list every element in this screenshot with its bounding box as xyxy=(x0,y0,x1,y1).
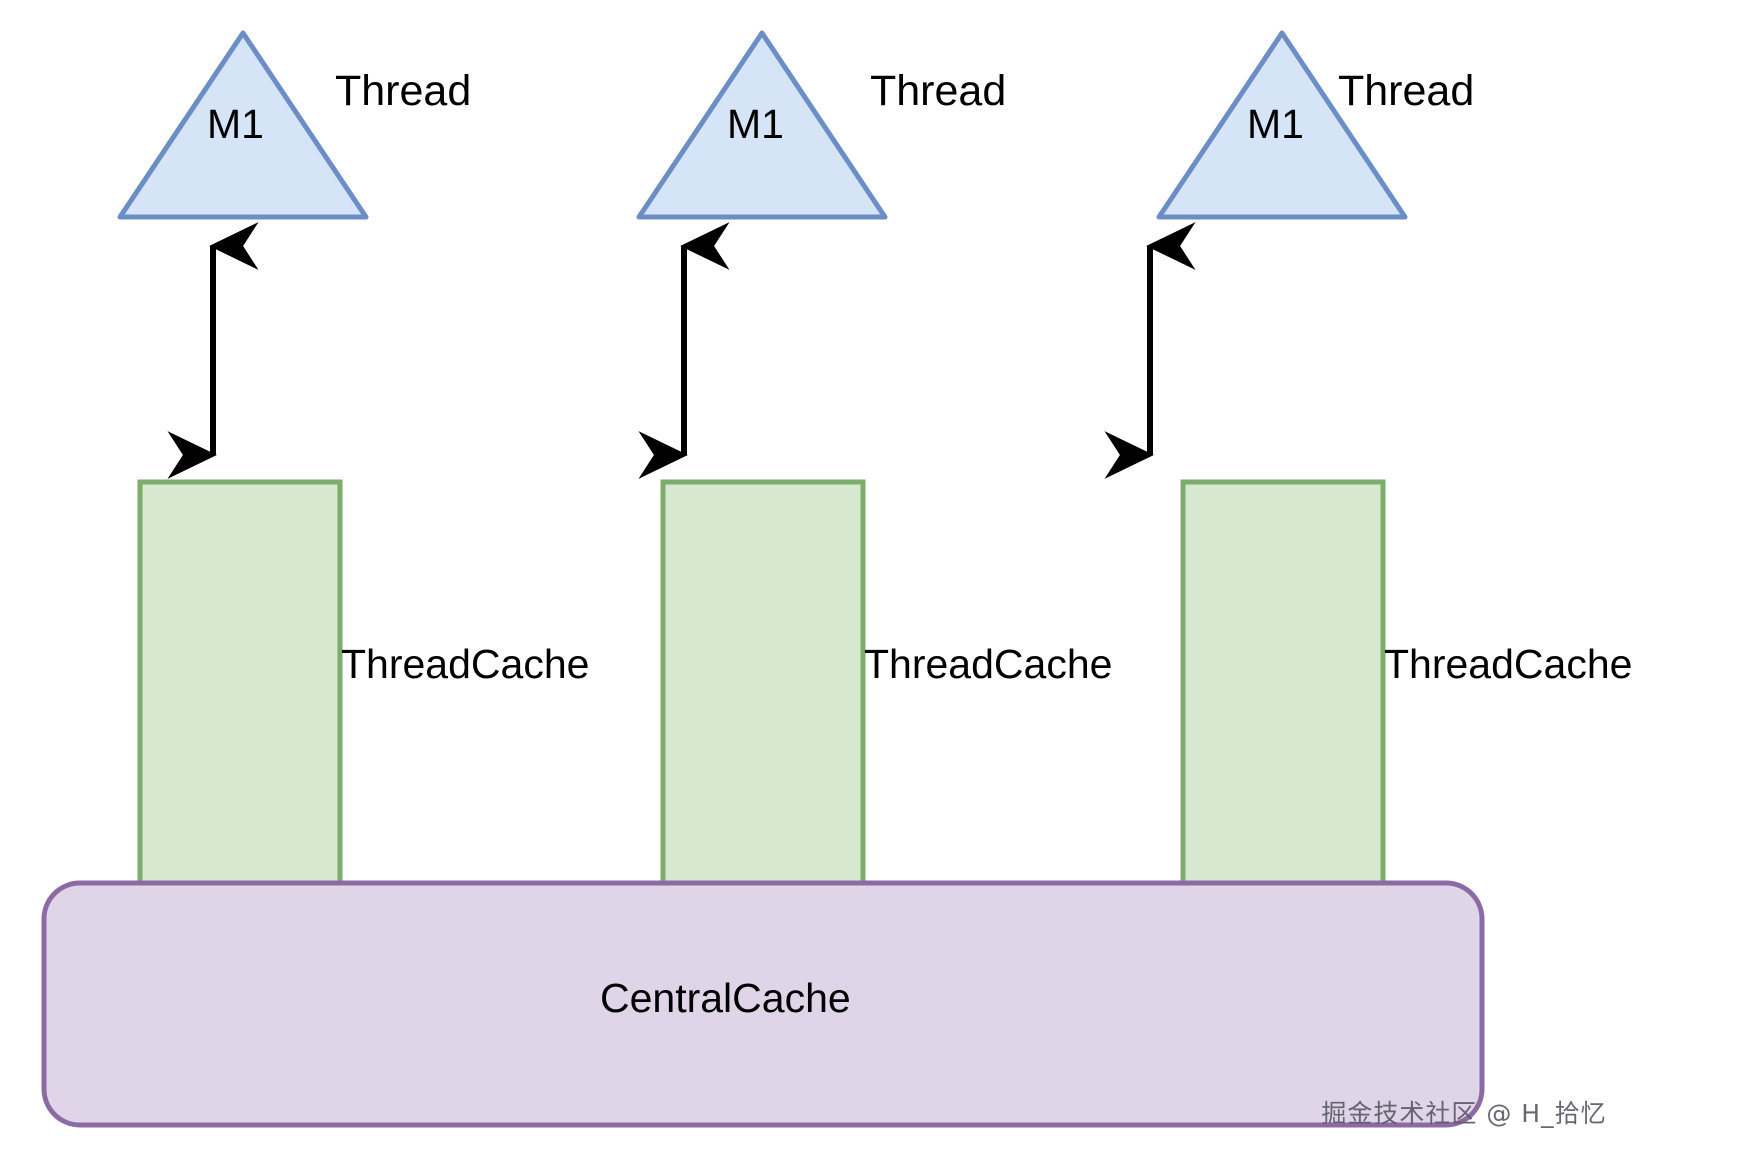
watermark-text: 掘金技术社区 @ H_拾忆 xyxy=(1321,1099,1607,1128)
thread-node-label-2: M1 xyxy=(727,101,784,147)
threadcache-rect-1[interactable] xyxy=(137,479,343,897)
threadcache-shapes xyxy=(137,479,1386,897)
threadcache-rect-3[interactable] xyxy=(1180,479,1386,897)
thread-shapes xyxy=(117,30,1408,220)
thread-triangle-2[interactable] xyxy=(636,30,888,220)
connector-arrows xyxy=(167,222,1196,479)
centralcache-caption: CentralCache xyxy=(600,975,851,1021)
thread-triangle-3[interactable] xyxy=(1156,30,1408,220)
threadcache-caption-1: ThreadCache xyxy=(341,641,590,687)
thread-triangle-1[interactable] xyxy=(117,30,369,220)
thread-caption-2: Thread xyxy=(870,67,1007,115)
threadcache-caption-3: ThreadCache xyxy=(1384,641,1633,687)
thread-node-label-1: M1 xyxy=(207,101,264,147)
thread-node-label-3: M1 xyxy=(1247,101,1304,147)
threadcache-caption-2: ThreadCache xyxy=(864,641,1113,687)
thread-caption-3: Thread xyxy=(1338,67,1475,115)
centralcache-rect[interactable] xyxy=(41,880,1485,1128)
threadcache-rect-2[interactable] xyxy=(660,479,866,897)
thread-caption-1: Thread xyxy=(335,67,472,115)
